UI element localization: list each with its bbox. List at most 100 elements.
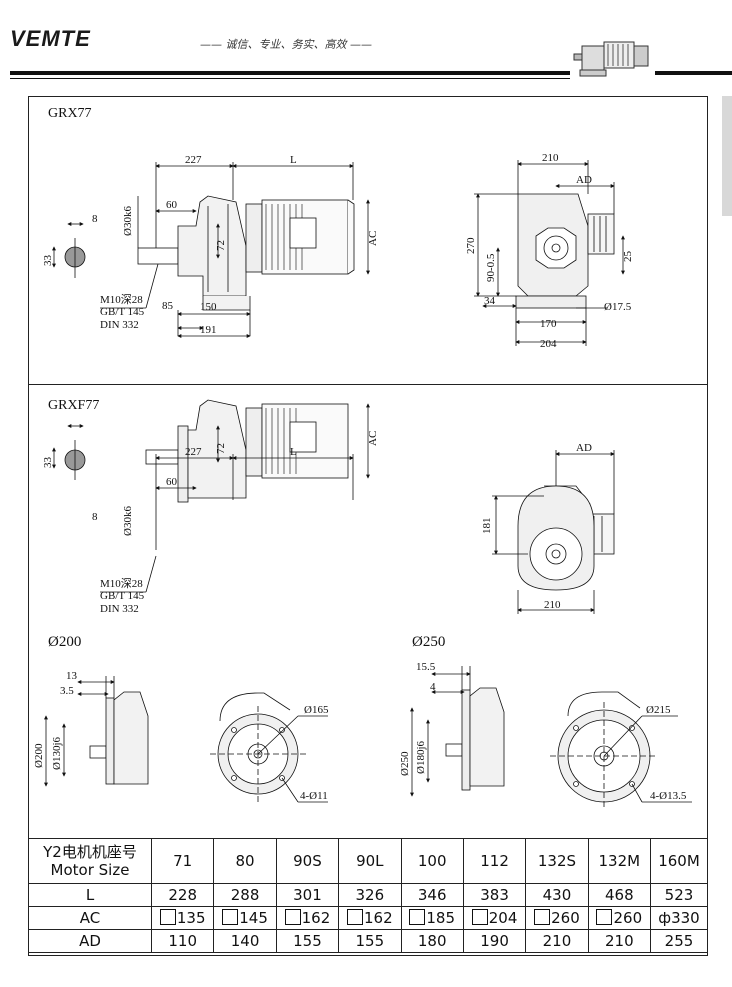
- grx77-side-view: [52, 162, 370, 338]
- table-cell: ф330: [650, 906, 708, 930]
- table-cell: 145: [213, 906, 277, 930]
- table-row: AD 110 140 155 155 180 190 210 210 255: [28, 929, 708, 953]
- table-cell: 155: [275, 929, 340, 953]
- flange-title-200: Ø200: [48, 634, 82, 650]
- table-cell: 468: [587, 883, 652, 907]
- motor-size-table: Y2电机机座号 Motor Size 71 80 90S 90L 100 112…: [28, 838, 708, 953]
- table-cell: 430: [525, 883, 589, 907]
- dim-AC: AC: [367, 231, 379, 246]
- square-icon: [409, 909, 426, 925]
- page-header: VEMTE —— 诚信、专业、务实、高效 ——: [0, 0, 732, 90]
- table-cell: 383: [462, 883, 527, 907]
- table-cell: 210: [525, 929, 589, 953]
- table-cell: 110: [150, 929, 215, 953]
- dim-L-f: L: [290, 446, 297, 458]
- note-din-f: DIN 332: [100, 603, 139, 615]
- dim-25: 25: [622, 251, 634, 263]
- dim-4-11: 4-Ø11: [300, 790, 328, 802]
- header-rule: [10, 71, 570, 75]
- table-cell: 260: [587, 906, 652, 930]
- table-header-row: Y2电机机座号 Motor Size 71 80 90S 90L 100 112…: [28, 838, 708, 884]
- brand-logo: VEMTE: [10, 26, 91, 51]
- dim-85: 85: [162, 300, 174, 312]
- size-cell: 90L: [338, 838, 402, 884]
- table-cell: 185: [400, 906, 464, 930]
- dim-60: 60: [166, 199, 178, 211]
- table-cell: 288: [213, 883, 277, 907]
- square-icon: [159, 909, 176, 925]
- dim-210-f: 210: [544, 599, 561, 611]
- size-cell: 132M: [587, 838, 652, 884]
- row-label: AC: [28, 906, 152, 930]
- table-cell: 162: [338, 906, 402, 930]
- dim-L: L: [290, 154, 297, 166]
- grxf77-side-view: [52, 399, 370, 593]
- slogan: —— 诚信、专业、务实、高效 ——: [200, 38, 372, 51]
- table-cell: 301: [275, 883, 340, 907]
- dim-AC-f: AC: [367, 431, 379, 446]
- dim-250: Ø250: [399, 751, 411, 776]
- dim-17-5: Ø17.5: [604, 301, 632, 313]
- section-title-grx77: GRX77: [48, 106, 92, 121]
- dim-13: 13: [66, 670, 78, 682]
- dim-AD: AD: [576, 174, 592, 186]
- dim-180: Ø180j6: [415, 741, 427, 775]
- square-icon: [222, 909, 239, 925]
- table-cell: 523: [650, 883, 708, 907]
- dim-150: 150: [200, 301, 217, 313]
- dim-3-5: 3.5: [60, 685, 74, 697]
- table-cell: 204: [462, 906, 527, 930]
- flange-250-end: [550, 691, 692, 810]
- dim-4: 4: [430, 681, 436, 693]
- note-din: DIN 332: [100, 319, 139, 331]
- dim-8: 8: [92, 213, 98, 225]
- row-label: AD: [28, 929, 152, 953]
- note-m10-f: M10深28: [100, 577, 143, 590]
- table-row: L 228 288 301 326 346 383 430 468 523: [28, 883, 708, 907]
- dim-227-f: 227: [185, 446, 202, 458]
- dim-15-5: 15.5: [416, 661, 436, 673]
- table-cell: 326: [338, 883, 402, 907]
- table-cell: 180: [400, 929, 464, 953]
- square-icon: [534, 909, 551, 925]
- flange-title-250: Ø250: [412, 634, 446, 650]
- dimension-labels: 227 L 60 Ø30k6 72 AC 8 33 85 150 191 M10…: [33, 152, 687, 802]
- table-cell: 155: [338, 929, 402, 953]
- note-m10: M10深28: [100, 293, 143, 306]
- dim-60-f: 60: [166, 476, 178, 488]
- dim-33: 33: [42, 255, 54, 267]
- size-cell: 132S: [525, 838, 589, 884]
- note-gbt-f: GB/T 145: [100, 590, 145, 602]
- dim-33-f: 33: [42, 457, 54, 469]
- header-rule-right: [655, 71, 732, 75]
- table-cell: 260: [525, 906, 589, 930]
- table-cell: 162: [275, 906, 340, 930]
- table-cell: 346: [400, 883, 464, 907]
- dim-227: 227: [185, 154, 202, 166]
- technical-drawing: 227 L 60 Ø30k6 72 AC 8 33 85 150 191 M10…: [33, 152, 692, 810]
- dim-shaft: Ø30k6: [122, 206, 134, 236]
- size-cell: 71: [150, 838, 215, 884]
- square-icon: [471, 909, 488, 925]
- dim-215: Ø215: [646, 704, 671, 716]
- size-cell: 112: [462, 838, 527, 884]
- flange-200-side: [44, 676, 149, 787]
- note-gbt: GB/T 145: [100, 306, 145, 318]
- dim-191: 191: [200, 324, 217, 336]
- dim-181: 181: [481, 518, 493, 535]
- row-label: L: [28, 883, 152, 907]
- dim-34: 34: [484, 295, 496, 307]
- dim-AD-f: AD: [576, 442, 592, 454]
- dim-130: Ø130j6: [51, 737, 63, 771]
- dim-8-f: 8: [92, 511, 98, 523]
- dim-170: 170: [540, 318, 557, 330]
- side-tab: [722, 96, 732, 216]
- square-icon: [284, 909, 301, 925]
- dim-200: Ø200: [33, 743, 45, 768]
- table-cell: 140: [213, 929, 277, 953]
- size-cell: 160M: [650, 838, 708, 884]
- dim-204: 204: [540, 338, 557, 350]
- table-cell: 135: [150, 906, 215, 930]
- dim-shaft-f: Ø30k6: [122, 506, 134, 536]
- dim-72: 72: [215, 240, 227, 251]
